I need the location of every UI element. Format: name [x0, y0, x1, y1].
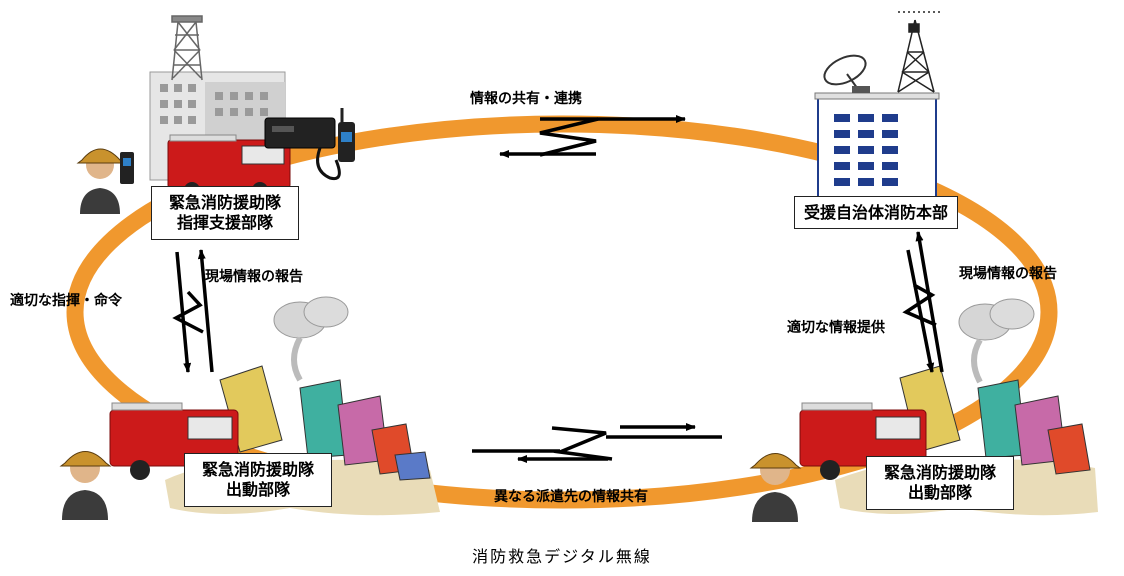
mobile-radio-icon [264, 117, 341, 181]
link-bottom-label: 異なる派遣先の情報共有 [494, 489, 648, 505]
hq-building-icon [814, 92, 940, 206]
dispatch-left-label-line1: 緊急消防援助隊 [201, 460, 314, 479]
command-unit-label: 緊急消防援助隊 指揮支援部隊 [151, 186, 299, 240]
radio-network-ring [66, 115, 1058, 509]
dispatch-left-label-line2: 出動部隊 [225, 480, 290, 499]
link-left-down-label: 適切な指揮・命令 [10, 293, 122, 309]
link-right-up-label: 現場情報の報告 [959, 266, 1057, 282]
dispatch-right-label: 緊急消防援助隊 出動部隊 [866, 456, 1014, 510]
firefighter-right-icon [749, 453, 802, 522]
diagram-caption: 消防救急デジタル無線 [472, 547, 652, 566]
radio-tower-icon [171, 15, 203, 81]
radio-link-bottom-icon [472, 423, 722, 463]
link-left-up-label: 現場情報の報告 [205, 269, 303, 285]
radio-link-left-icon [172, 249, 214, 373]
link-top-label: 情報の共有・連携 [470, 91, 582, 107]
dispatch-left-label: 緊急消防援助隊 出動部隊 [184, 453, 332, 507]
command-unit-label-line2: 指揮支援部隊 [176, 213, 273, 232]
hq-label-text: 受援自治体消防本部 [803, 202, 948, 222]
dispatch-right-label-line2: 出動部隊 [907, 483, 972, 502]
radio-link-top-icon [499, 115, 686, 158]
firefighter-icon [76, 148, 134, 214]
hq-label: 受援自治体消防本部 [794, 196, 958, 229]
fire-engine-right-icon [799, 402, 927, 480]
link-right-down-label: 適切な情報提供 [787, 320, 885, 336]
handheld-radio-icon [338, 108, 355, 162]
firefighter-left-icon [59, 451, 112, 520]
antenna-tower-icon [897, 11, 940, 93]
command-unit-label-line1: 緊急消防援助隊 [168, 193, 281, 212]
dispatch-right-label-line1: 緊急消防援助隊 [883, 463, 996, 482]
radio-link-right-icon [902, 231, 944, 373]
satellite-dish-icon [823, 54, 870, 93]
